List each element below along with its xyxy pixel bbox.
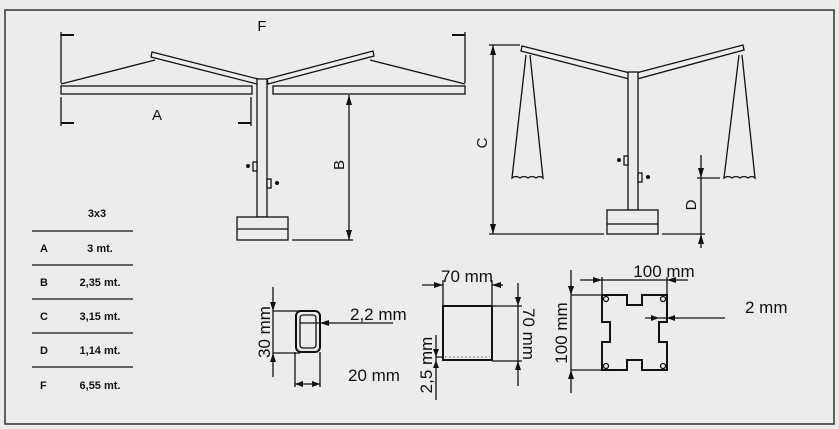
svg-text:3,15 mt.: 3,15 mt. bbox=[80, 311, 121, 323]
table-row: B 2,35 mt. bbox=[40, 277, 120, 289]
dimension-b bbox=[292, 95, 353, 241]
arm-tube-width-label: 20 mm bbox=[348, 366, 400, 385]
right-arm bbox=[266, 50, 375, 85]
right-hanging-canopy bbox=[723, 54, 756, 180]
svg-text:A: A bbox=[40, 243, 48, 255]
dimension-c bbox=[489, 44, 604, 235]
pole-profile-width-label: 100 mm bbox=[633, 262, 694, 281]
right-canopy-bar bbox=[272, 85, 466, 95]
table-row: D 1,14 mt. bbox=[40, 345, 120, 357]
dimension-f bbox=[60, 32, 466, 83]
square-tube-profile: 70 mm 70 mm 2,5 mm bbox=[417, 267, 538, 400]
svg-text:2,35 mt.: 2,35 mt. bbox=[80, 277, 121, 289]
dimension-b-label: B bbox=[331, 160, 348, 170]
square-tube-height-label: 70 mm bbox=[519, 308, 538, 360]
pole-profile: 100 mm 100 mm 2 mm bbox=[552, 262, 788, 393]
left-canopy-slope bbox=[60, 59, 156, 85]
svg-text:F: F bbox=[40, 380, 47, 392]
dimension-d bbox=[662, 155, 720, 248]
pole-brackets bbox=[246, 161, 279, 189]
svg-text:6,55 mt.: 6,55 mt. bbox=[80, 380, 121, 392]
table-header: 3x3 bbox=[88, 208, 106, 220]
pole bbox=[256, 78, 268, 218]
svg-text:D: D bbox=[40, 345, 48, 357]
pole-profile-height-label: 100 mm bbox=[552, 302, 571, 363]
dimension-d-label: D bbox=[683, 199, 700, 210]
square-tube-wall-label: 2,5 mm bbox=[417, 337, 436, 394]
pole-brackets bbox=[617, 155, 650, 183]
square-tube-width-label: 70 mm bbox=[441, 267, 493, 286]
svg-text:3 mt.: 3 mt. bbox=[87, 243, 113, 255]
left-canopy-bar bbox=[60, 85, 253, 95]
arm-tube-wall-label: 2,2 mm bbox=[350, 305, 407, 324]
dimension-c-label: C bbox=[474, 137, 491, 148]
base bbox=[606, 209, 659, 235]
svg-text:B: B bbox=[40, 277, 48, 289]
pole bbox=[627, 71, 639, 211]
drawing-frame bbox=[4, 9, 835, 425]
svg-text:C: C bbox=[40, 311, 48, 323]
table-row: A 3 mt. bbox=[40, 243, 113, 255]
table-row: F 6,55 mt. bbox=[40, 380, 120, 392]
arm-tube-profile: 30 mm 2,2 mm 20 mm bbox=[255, 287, 407, 387]
svg-text:1,14 mt.: 1,14 mt. bbox=[80, 345, 121, 357]
dimension-f-label: F bbox=[257, 18, 266, 35]
dimension-a bbox=[60, 97, 252, 126]
dimension-a-label: A bbox=[152, 107, 162, 124]
side-view-umbrella: F A B bbox=[60, 18, 466, 241]
arm-tube-height-label: 30 mm bbox=[255, 306, 274, 358]
front-view-umbrella: C D bbox=[474, 44, 756, 248]
right-canopy-slope bbox=[369, 59, 466, 85]
left-hanging-canopy bbox=[511, 54, 544, 180]
dimension-table: 3x3 A 3 mt. B 2,35 mt. C 3,15 mt. D 1,14 mt.… bbox=[32, 208, 133, 392]
table-row: C 3,15 mt. bbox=[40, 311, 120, 323]
pole-profile-wall-label: 2 mm bbox=[745, 298, 788, 317]
